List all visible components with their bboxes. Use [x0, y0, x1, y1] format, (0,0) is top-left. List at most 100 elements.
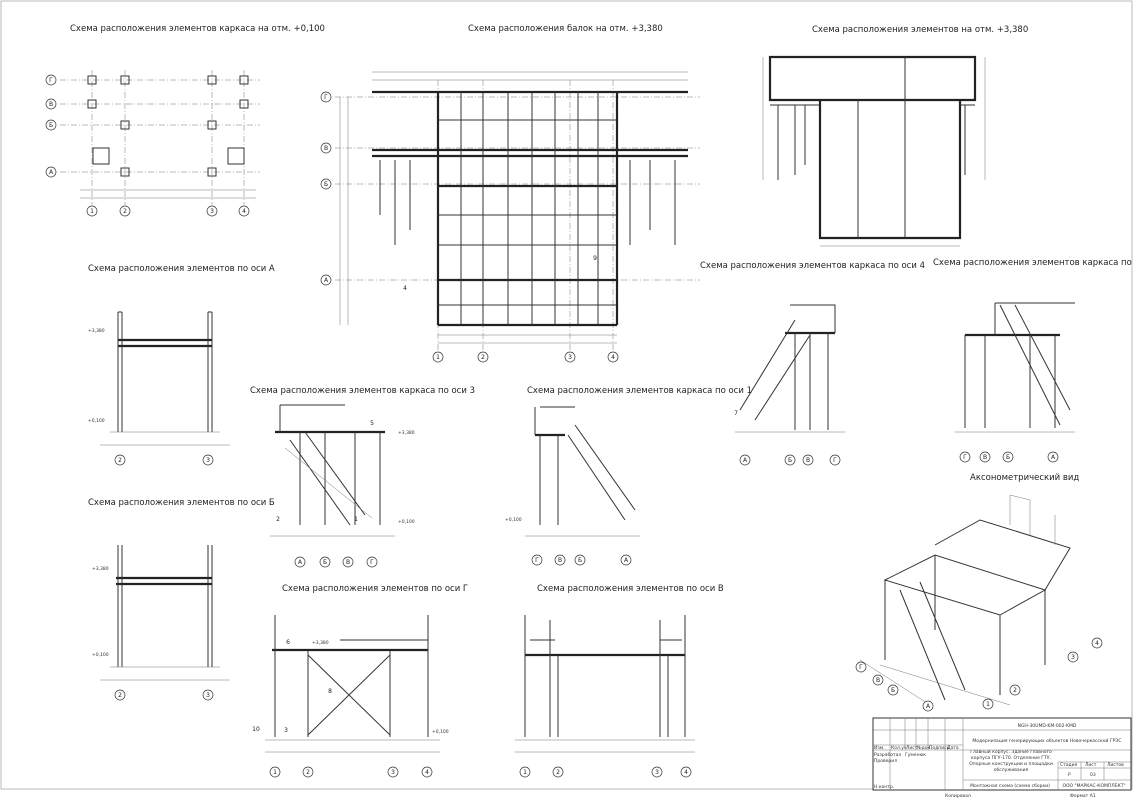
axis-a-elevation: +3,380 +0,100 2 3 — [88, 311, 230, 466]
axis-label-b: Б — [788, 457, 792, 464]
axis-label-4: 4 — [684, 769, 688, 776]
title-axis-4: Схема расположения элементов каркаса по … — [700, 261, 925, 271]
stage-label: Стадия — [1060, 762, 1078, 768]
axis-label-4: 4 — [1095, 640, 1099, 647]
hdr-cell: Подпись — [929, 745, 950, 751]
title-axis-2: Схема расположения элементов каркаса по … — [933, 258, 1133, 268]
axis-label-g: Г — [49, 77, 53, 84]
axis-label-3: 3 — [206, 457, 210, 464]
elements-3380-drawing — [762, 55, 986, 247]
axis-label-1: 1 — [273, 769, 277, 776]
level-mark: +0,100 — [88, 418, 105, 424]
axis-label-g: Г — [833, 457, 837, 464]
title-axonometric: Аксонометрический вид — [970, 473, 1079, 483]
title-beams-3380: Схема расположения балок на отм. +3,380 — [468, 24, 663, 34]
node-label-5: 5 — [370, 420, 374, 427]
axis-label-b: Б — [578, 557, 582, 564]
axis-label-3: 3 — [568, 354, 572, 361]
hdr-cell: Кол.уч — [891, 745, 907, 751]
axis-1-elevation: +0,100 Г В Б А — [505, 406, 640, 566]
axis-label-a: А — [926, 703, 931, 710]
axis-label-3: 3 — [206, 692, 210, 699]
level-mark: +0,100 — [505, 517, 522, 523]
axis-label-b: Б — [1006, 454, 1010, 461]
axis-label-a: А — [324, 277, 329, 284]
project-name: Модернизация генерирующих объектов Новоч… — [972, 737, 1121, 744]
title-axis-a: Схема расположения элементов по оси А — [88, 264, 275, 274]
beam-plan-drawing: Г В Б А 1 2 3 4 4 9 — [320, 71, 700, 363]
axis-label-a: А — [624, 557, 629, 564]
node-label-3: 3 — [284, 727, 288, 734]
axis-label-3: 3 — [391, 769, 395, 776]
axis-label-v: В — [806, 457, 810, 464]
axis-label-b: Б — [324, 181, 328, 188]
developer-name: Гуменюк — [905, 752, 926, 758]
title-axis-b: Схема расположения элементов по оси Б — [88, 498, 275, 508]
axis-label-1: 1 — [436, 354, 440, 361]
sheet-name: Монтажная схема (схема сборки) — [970, 783, 1050, 789]
axis-label-3: 3 — [1071, 654, 1075, 661]
axis-label-2: 2 — [1013, 687, 1017, 694]
axis-label-v: В — [49, 101, 53, 108]
node-label-1: 1 — [354, 516, 358, 523]
plan-0100-drawing: Г В Б А 1 2 3 4 — [45, 70, 260, 217]
hdr-cell: Дата — [947, 745, 959, 751]
axis-4-elevation: 7 А Б В Г — [734, 304, 845, 466]
doc-code: NGH-30UMD-KM-002-KMD — [1018, 723, 1077, 729]
node-label-2: 2 — [276, 516, 280, 523]
object-name: Главный корпус. Здание главного корпуса … — [969, 750, 1053, 773]
node-label-8: 8 — [328, 688, 332, 695]
axis-label-a: А — [298, 559, 303, 566]
axis-label-g: Г — [324, 94, 328, 101]
axis-b-elevation: +3,380 +0,100 2 3 — [92, 545, 230, 701]
axis-label-g: Г — [859, 664, 863, 671]
node-label-4: 4 — [403, 285, 407, 292]
axis-label-2: 2 — [306, 769, 310, 776]
node-label-9: 9 — [593, 255, 597, 262]
norm-control-label: Н.контр. — [874, 784, 894, 790]
node-label-7: 7 — [734, 410, 738, 417]
axis-label-1: 1 — [90, 208, 94, 215]
axis-label-v: В — [346, 559, 350, 566]
axis-label-v: В — [558, 557, 562, 564]
axis-label-b: Б — [49, 122, 53, 129]
sheet-label: Лист — [1085, 762, 1097, 768]
axis-label-a: А — [1051, 454, 1056, 461]
title-axis-3: Схема расположения элементов каркаса по … — [250, 386, 475, 396]
stage-value: Р — [1068, 772, 1071, 778]
axis-v-elevation: 1 2 3 4 — [515, 615, 695, 778]
axis-label-a: А — [743, 457, 748, 464]
title-block: NGH-30UMD-KM-002-KMD Модернизация генери… — [872, 717, 1132, 799]
level-mark: +3,380 — [92, 566, 109, 572]
axis-label-b: Б — [323, 559, 327, 566]
axis-label-4: 4 — [611, 354, 615, 361]
hdr-cell: №док. — [917, 745, 932, 751]
node-label-6: 6 — [286, 639, 290, 646]
axis-label-a: А — [49, 169, 54, 176]
axis-label-v: В — [876, 677, 880, 684]
level-mark: +3,380 — [88, 328, 105, 334]
level-mark: +0,100 — [92, 652, 109, 658]
title-axis-v: Схема расположения элементов по оси В — [537, 584, 724, 594]
level-mark: +3,380 — [398, 430, 415, 436]
axis-label-1: 1 — [986, 701, 990, 708]
axis-2-elevation: Г В Б А — [955, 302, 1075, 463]
title-axis-1: Схема расположения элементов каркаса по … — [527, 386, 752, 396]
axis-label-g: Г — [963, 454, 967, 461]
axis-label-3: 3 — [210, 208, 214, 215]
format-label: Формат А1 — [1070, 793, 1096, 799]
axis-label-v: В — [983, 454, 987, 461]
title-axis-g: Схема расположения элементов по оси Г — [282, 584, 468, 594]
level-mark: +3,380 — [312, 640, 329, 646]
axis-label-1: 1 — [523, 769, 527, 776]
axonometric-view: Г В Б А 1 2 3 4 — [855, 494, 1103, 712]
axis-label-2: 2 — [118, 457, 122, 464]
sheets-label: Листов — [1107, 762, 1124, 768]
axis-label-4: 4 — [242, 208, 246, 215]
axis-label-2: 2 — [556, 769, 560, 776]
axis-label-2: 2 — [123, 208, 127, 215]
axis-label-g: Г — [370, 559, 374, 566]
company-name: ООО "МАРКАС-КОМПЛЕКТ" — [1062, 783, 1125, 789]
